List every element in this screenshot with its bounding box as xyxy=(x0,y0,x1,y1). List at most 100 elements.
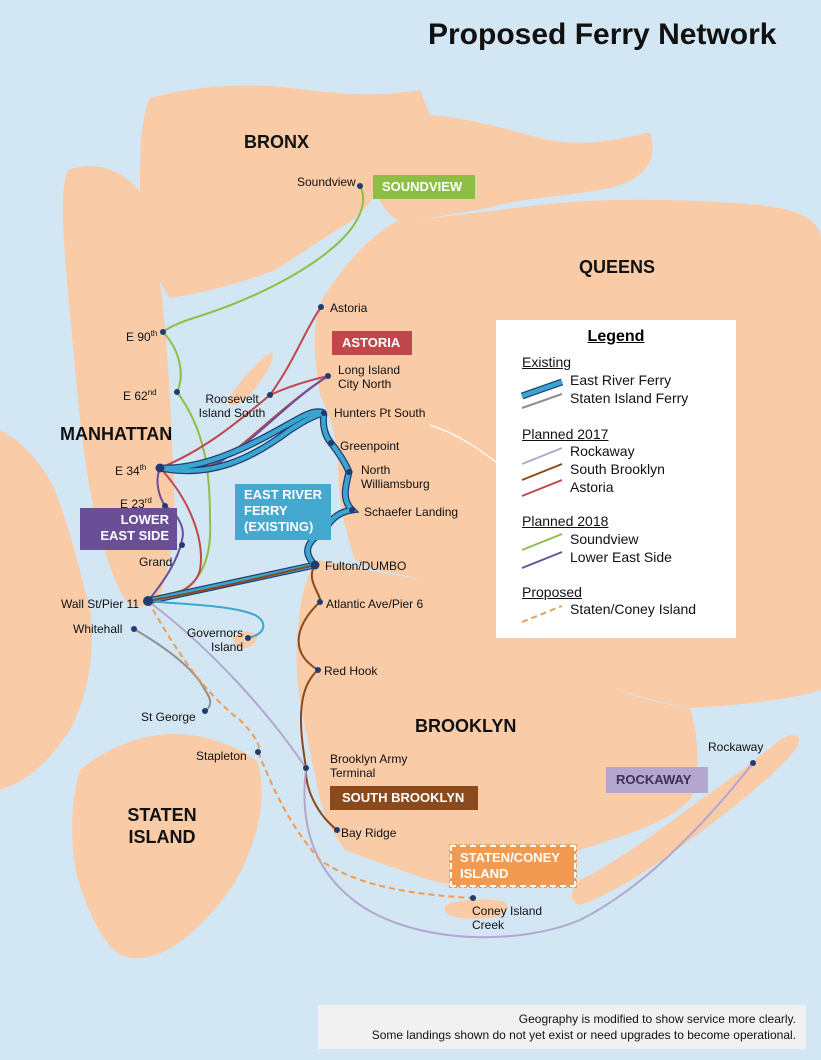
footnote-line1: Geography is modified to show service mo… xyxy=(518,1012,796,1026)
legend-title: Legend xyxy=(587,328,645,345)
region-staten-line1: STATEN xyxy=(127,805,197,825)
route-label-rockaway: ROCKAWAY xyxy=(606,767,708,793)
stop-dot-e90 xyxy=(160,329,166,335)
east-river-ferry-route xyxy=(147,408,360,639)
coney-island-landmass xyxy=(445,899,508,919)
stop-dot-atlantic xyxy=(317,599,323,605)
stop-dot-bay-ridge xyxy=(334,827,340,833)
stop-dot-grand xyxy=(179,542,185,548)
route-label-lower-east-side: LOWER EAST SIDE xyxy=(80,508,177,550)
stop-e90: E 90th xyxy=(126,327,157,344)
governors-island-landmass xyxy=(232,631,258,649)
stop-dot-lic-north xyxy=(325,373,331,379)
stop-schaefer-landing: Schaefer Landing xyxy=(364,505,459,519)
legend-line-existing xyxy=(520,378,564,409)
legend-item-soundview: Soundview xyxy=(570,531,639,547)
stop-hunters-pt-south: Hunters Pt South xyxy=(334,406,426,420)
region-queens: QUEENS xyxy=(579,257,656,277)
stop-dot-greenpoint xyxy=(328,440,334,446)
stop-dot-soundview xyxy=(357,183,363,189)
legend-line-2017 xyxy=(521,447,563,497)
stop-coney-island-creek: Coney Island Creek xyxy=(472,904,543,932)
stop-north-williamsburg: North Williamsburg xyxy=(361,463,430,491)
astoria-route xyxy=(147,306,329,602)
stop-dot-hunters-pt xyxy=(321,410,327,416)
stop-st-george: St George xyxy=(141,710,196,724)
stop-stapleton: Stapleton xyxy=(196,749,247,763)
stop-dot-governors xyxy=(245,635,251,641)
staten-island-ferry-route xyxy=(133,628,212,712)
route-label-staten-coney: STATEN/CONEY ISLAND xyxy=(449,844,577,888)
route-label-south-brooklyn: SOUTH BROOKLYN xyxy=(330,786,478,810)
legend-item-staten-island-ferry: Staten Island Ferry xyxy=(570,390,689,406)
legend: Legend Existing East River Ferry Staten … xyxy=(496,320,736,638)
stop-e23: E 23rd xyxy=(120,496,152,511)
region-staten-island: STATEN ISLAND xyxy=(127,804,197,848)
stop-dot-e23 xyxy=(162,503,168,509)
stop-dot-rockaway xyxy=(750,760,756,766)
region-brooklyn: BROOKLYN xyxy=(415,716,517,736)
legend-item-astoria: Astoria xyxy=(570,479,614,495)
stop-dot-st-george xyxy=(202,708,208,714)
stop-fulton-dumbo: Fulton/DUMBO xyxy=(325,559,407,573)
stop-dot-north-williamsburg xyxy=(346,469,352,475)
stop-dot-e34 xyxy=(155,463,165,473)
stop-dots xyxy=(131,183,756,901)
legend-line-proposed xyxy=(521,605,563,623)
roosevelt-island-landmass xyxy=(228,352,273,406)
bronx-landmass xyxy=(140,85,430,298)
stop-e90-text: E 90th xyxy=(126,329,158,344)
stop-red-hook: Red Hook xyxy=(324,664,378,678)
stop-dot-stapleton xyxy=(255,749,261,755)
legend-item-rockaway: Rockaway xyxy=(570,443,635,459)
stop-rockaway: Rockaway xyxy=(708,740,764,754)
south-brooklyn-route xyxy=(147,564,338,831)
staten-coney-route xyxy=(147,600,474,899)
footnote: Geography is modified to show service mo… xyxy=(318,1005,806,1049)
footnote-line2: Some landings shown do not yet exist or … xyxy=(371,1028,796,1042)
stop-dot-roosevelt xyxy=(267,392,273,398)
stop-brooklyn-army-terminal: Brooklyn Army Terminal xyxy=(330,752,408,780)
stop-e62-text: E 62nd xyxy=(123,388,157,403)
route-label-soundview: SOUNDVIEW xyxy=(373,175,475,199)
stop-dot-wall-st xyxy=(143,596,153,606)
rockaway-route xyxy=(147,600,754,939)
legend-group-planned-2018: Planned 2018 xyxy=(522,513,609,529)
route-label-east-river-ferry: EAST RIVER FERRY (EXISTING) xyxy=(235,484,331,540)
stop-wall-st-pier11: Wall St/Pier 11 xyxy=(61,597,140,611)
legend-item-lower-east-side: Lower East Side xyxy=(570,549,672,565)
stop-roosevelt-island-south: Roosevelt Island South xyxy=(198,392,266,420)
stop-soundview: Soundview xyxy=(297,175,356,189)
page-title: Proposed Ferry Network xyxy=(428,18,777,51)
stop-atlantic-pier6: Atlantic Ave/Pier 6 xyxy=(326,597,424,611)
legend-line-2018 xyxy=(521,533,563,569)
stop-long-island-city-north: Long Island City North xyxy=(338,363,401,391)
stop-dot-astoria xyxy=(318,304,324,310)
stop-astoria: Astoria xyxy=(330,301,368,315)
stop-dot-fulton xyxy=(310,560,320,570)
stop-bay-ridge: Bay Ridge xyxy=(341,826,397,840)
stop-dot-schaefer xyxy=(349,507,355,513)
region-bronx: BRONX xyxy=(244,132,310,152)
stop-dot-whitehall xyxy=(131,626,137,632)
legend-group-planned-2017: Planned 2017 xyxy=(522,426,609,442)
manhattan-landmass xyxy=(62,166,175,607)
legend-item-east-river-ferry: East River Ferry xyxy=(570,372,672,388)
legend-group-existing: Existing xyxy=(522,354,572,370)
stop-e34: E 34th xyxy=(115,463,147,478)
new-jersey-landmass xyxy=(0,430,92,790)
legend-item-staten-coney: Staten/Coney Island xyxy=(570,601,697,617)
stop-dot-red-hook xyxy=(315,667,321,673)
stop-e62: E 62nd xyxy=(123,386,157,403)
stop-governors-island: Governors Island xyxy=(186,626,243,654)
region-staten-line2: ISLAND xyxy=(128,827,196,847)
staten-island-landmass xyxy=(72,734,262,959)
stop-whitehall: Whitehall xyxy=(73,622,123,636)
legend-item-south-brooklyn: South Brooklyn xyxy=(570,461,665,477)
legend-group-proposed: Proposed xyxy=(522,584,582,600)
legend-connector-line xyxy=(429,424,497,463)
stop-grand: Grand xyxy=(139,555,173,569)
stop-dot-coney xyxy=(470,895,476,901)
region-manhattan: MANHATTAN xyxy=(60,424,173,444)
stop-greenpoint: Greenpoint xyxy=(340,439,400,453)
